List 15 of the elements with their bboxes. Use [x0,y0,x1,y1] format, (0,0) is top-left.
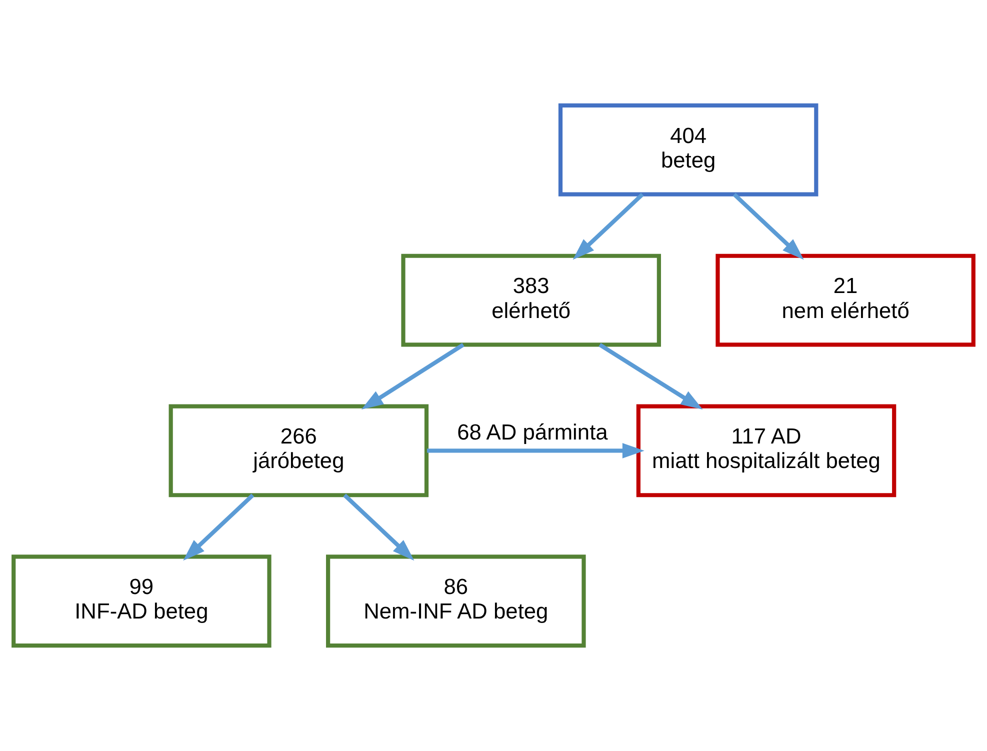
edge-label: 68 AD párminta [457,419,608,444]
arrow [343,494,414,561]
arrow [598,343,703,410]
node-box: 383 elérhető [401,254,661,347]
node-box: 266 járóbeteg [168,404,429,498]
arrow [572,192,644,260]
node-box: 404 beteg [558,103,818,196]
node-box: 99 INF-AD beteg [12,554,272,648]
arrow [361,343,464,410]
arrow [427,443,644,458]
node-box: 86 Nem-INF AD beteg [326,554,586,648]
node-box: 21 nem elérhető [716,254,976,347]
arrow [183,494,254,561]
node-box: 117 AD miatt hospitalizált beteg [636,404,896,498]
arrow [732,192,804,260]
